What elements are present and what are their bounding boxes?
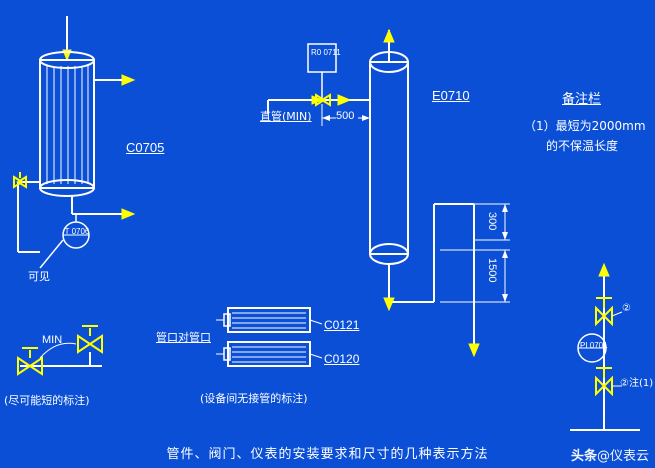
- label-t0706: T 0706: [64, 227, 90, 236]
- label-c0121: C0121: [324, 318, 360, 332]
- label-r0-0711: R0 0711: [311, 48, 341, 57]
- watermark-source: @仪表云: [596, 449, 649, 464]
- label-valve-note-1: ②: [622, 303, 631, 314]
- remark-1-line1: （1）最短为2000mm: [524, 119, 646, 133]
- min-valve-detail-group: [17, 325, 103, 376]
- label-c0705: C0705: [126, 140, 165, 155]
- caption-shortest: (尽可能短的标注): [4, 394, 90, 407]
- dim-300: 300: [485, 212, 498, 231]
- dim-1500: 1500: [485, 258, 498, 283]
- remarks-title: 备注栏: [562, 92, 602, 107]
- label-visible-note: 可见: [28, 270, 50, 283]
- pi-0701-group: [570, 262, 640, 431]
- label-straight-pipe-min: 直管(MIN): [260, 110, 312, 123]
- dim-500: 500: [336, 110, 355, 122]
- bottom-title: 管件、阀门、仪表的安装要求和尺寸的几种表示方法: [166, 447, 489, 462]
- remark-1-line2: 的不保温长度: [546, 139, 619, 153]
- tower-e0710-group: [267, 28, 510, 358]
- watermark: 头条@仪表云: [571, 445, 649, 464]
- label-pi-0701: PI 0701: [580, 341, 608, 350]
- vessel-c0705-group: [13, 16, 136, 269]
- label-min: MIN: [42, 334, 63, 346]
- label-e0710: E0710: [432, 88, 470, 103]
- label-nozzle-to-nozzle: 管口对管口: [156, 331, 211, 344]
- label-valve-note-2: ②注(1): [620, 378, 654, 389]
- caption-no-pipe: (设备间无接管的标注): [200, 392, 308, 405]
- exchangers-group: [216, 307, 323, 367]
- watermark-head: 头条: [570, 449, 597, 464]
- label-c0120: C0120: [324, 352, 360, 366]
